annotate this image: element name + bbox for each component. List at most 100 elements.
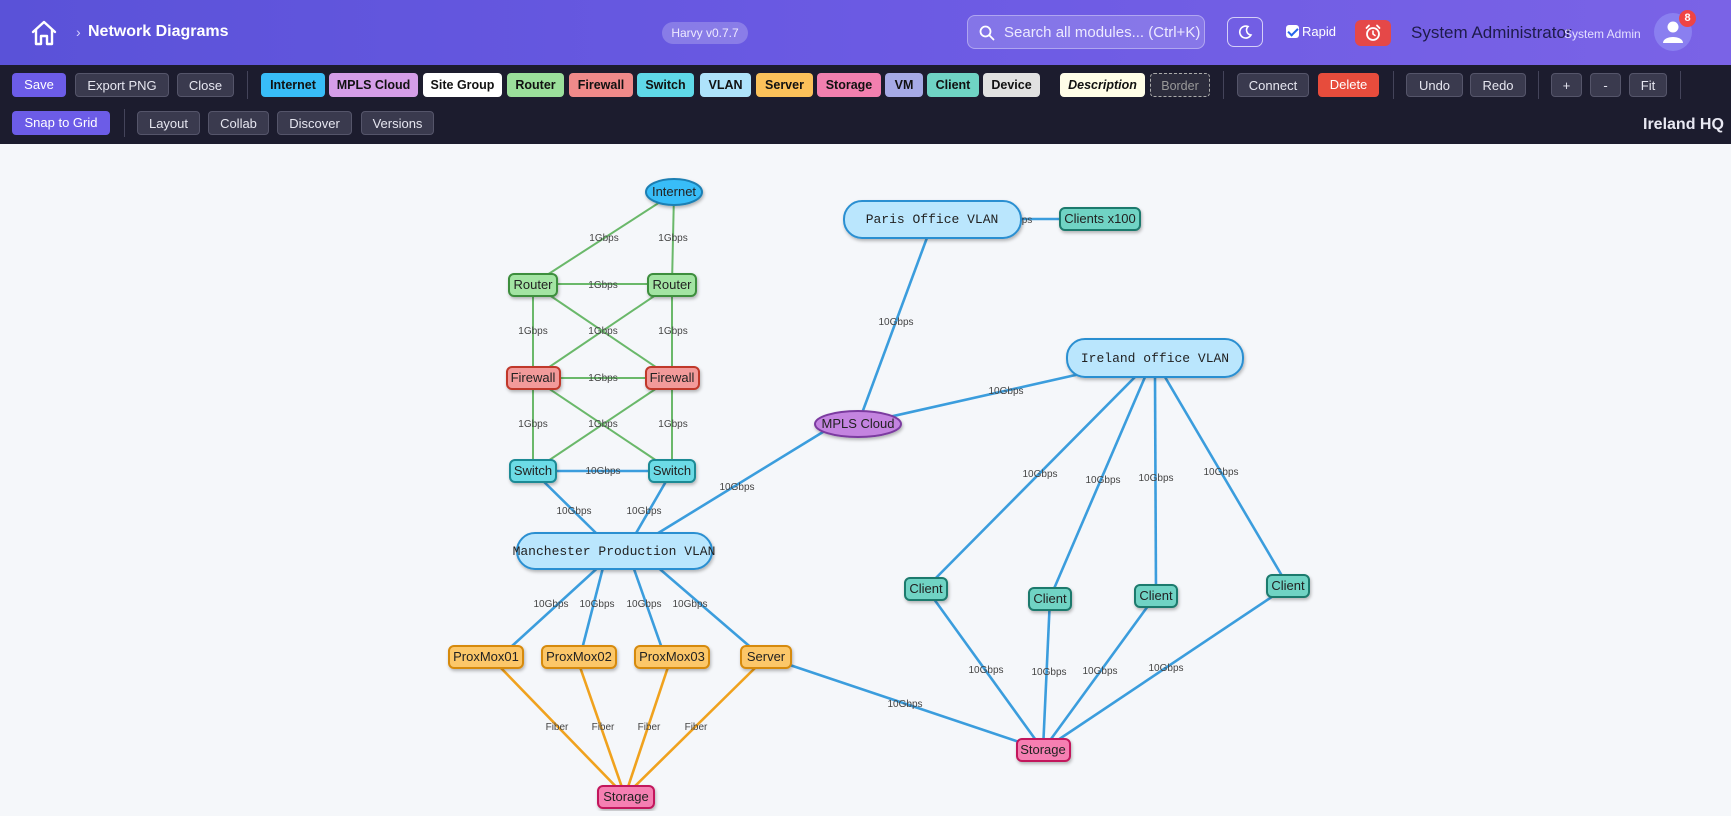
page-title[interactable]: Network Diagrams	[88, 23, 229, 40]
add-server-chip[interactable]: Server	[756, 73, 813, 97]
node-vlan-paris[interactable]: Paris Office VLAN	[843, 200, 1022, 239]
redo-button[interactable]: Redo	[1470, 73, 1526, 97]
link-label: 1Gbps	[658, 326, 687, 337]
link-label: Fiber	[592, 722, 615, 733]
layout-button[interactable]: Layout	[137, 111, 200, 135]
rapid-checkbox[interactable]	[1286, 25, 1299, 38]
search-box[interactable]	[967, 15, 1205, 49]
network-diagram[interactable]: 1Gbps 1Gbps 1Gbps 1Gbps 1Gbps 1Gbps 1Gbp…	[0, 144, 1731, 811]
add-description-chip[interactable]: Description	[1060, 73, 1145, 97]
node-label: Router	[513, 277, 553, 292]
link-label: 10Gbps	[556, 506, 591, 517]
rapid-toggle[interactable]: Rapid	[1286, 24, 1336, 39]
delete-button[interactable]: Delete	[1318, 73, 1379, 97]
node-proxmox02[interactable]: ProxMox02	[541, 645, 617, 669]
node-internet[interactable]: Internet	[645, 178, 703, 206]
link-proxmox03-storage[interactable]	[623, 666, 670, 797]
add-device-chip[interactable]: Device	[983, 73, 1040, 97]
link-ireland-client4[interactable]	[1163, 376, 1290, 587]
diagram-canvas[interactable]: 1Gbps 1Gbps 1Gbps 1Gbps 1Gbps 1Gbps 1Gbp…	[0, 144, 1731, 811]
link-router-firewall-cross[interactable]	[532, 283, 673, 379]
node-firewall[interactable]: Firewall	[506, 366, 561, 390]
link-ireland-client1[interactable]	[925, 376, 1136, 589]
node-proxmox01[interactable]: ProxMox01	[448, 645, 524, 669]
node-storage-manchester[interactable]: Storage	[597, 785, 655, 809]
node-label: Client	[1271, 578, 1305, 593]
link-server-storage[interactable]	[765, 655, 1044, 752]
link-internet-router-right[interactable]	[671, 192, 675, 285]
node-client[interactable]: Client	[1028, 587, 1072, 611]
search-input[interactable]	[1004, 16, 1200, 48]
collab-button[interactable]: Collab	[208, 111, 269, 135]
link-label: Fiber	[685, 722, 708, 733]
link-label: 10Gbps	[1138, 473, 1173, 484]
node-switch[interactable]: Switch	[509, 459, 557, 483]
zoom-in-button[interactable]: +	[1551, 73, 1582, 97]
link-proxmox01-storage[interactable]	[499, 666, 626, 797]
node-vlan-manchester[interactable]: Manchester Production VLAN	[513, 532, 716, 570]
dark-mode-toggle[interactable]	[1227, 17, 1263, 47]
link-mpls-paris[interactable]	[856, 234, 930, 425]
link-client4-storage[interactable]	[1042, 584, 1289, 752]
link-label: 10Gbps	[719, 482, 754, 493]
node-clients-x100[interactable]: Clients x100	[1059, 207, 1141, 231]
node-label: Ireland office VLAN	[1081, 351, 1229, 366]
undo-button[interactable]: Undo	[1406, 73, 1463, 97]
node-client[interactable]: Client	[1266, 574, 1310, 598]
link-label: 10Gbps	[579, 599, 614, 610]
add-border-chip[interactable]: Border	[1150, 73, 1210, 97]
toolbar-divider	[1223, 71, 1224, 99]
save-button[interactable]: Save	[12, 73, 66, 97]
add-vlan-chip[interactable]: VLAN	[700, 73, 751, 97]
node-client[interactable]: Client	[1134, 584, 1178, 608]
node-router[interactable]: Router	[647, 273, 697, 297]
alarm-button[interactable]	[1355, 20, 1391, 46]
node-switch[interactable]: Switch	[648, 459, 696, 483]
link-client1-storage[interactable]	[924, 587, 1045, 751]
add-client-chip[interactable]: Client	[927, 73, 979, 97]
notification-badge[interactable]: 8	[1679, 10, 1696, 27]
node-storage-ireland[interactable]: Storage	[1016, 738, 1071, 762]
link-client2-storage[interactable]	[1041, 597, 1052, 751]
link-vlan-mpls[interactable]	[654, 422, 837, 537]
user-role: System Admin	[1564, 27, 1641, 41]
add-site-group-chip[interactable]: Site Group	[423, 73, 502, 97]
link-client3-storage[interactable]	[1041, 594, 1158, 751]
discover-button[interactable]: Discover	[277, 111, 352, 135]
node-vlan-ireland[interactable]: Ireland office VLAN	[1066, 338, 1244, 378]
link-label: 10Gbps	[1203, 467, 1238, 478]
fiber-links	[499, 666, 757, 797]
node-server[interactable]: Server	[740, 645, 792, 669]
connect-button[interactable]: Connect	[1237, 73, 1309, 97]
node-label: MPLS Cloud	[822, 416, 895, 431]
add-internet-chip[interactable]: Internet	[261, 73, 325, 97]
link-label: 10Gbps	[968, 665, 1003, 676]
link-internet-router-left[interactable]	[532, 192, 675, 285]
export-png-button[interactable]: Export PNG	[75, 73, 169, 97]
fit-button[interactable]: Fit	[1629, 73, 1667, 97]
close-button[interactable]: Close	[177, 73, 234, 97]
node-firewall[interactable]: Firewall	[645, 366, 700, 390]
link-firewall-switch-cross[interactable]	[532, 377, 673, 472]
add-router-chip[interactable]: Router	[507, 73, 564, 97]
node-mpls-cloud[interactable]: MPLS Cloud	[814, 410, 902, 438]
link-ireland-client3[interactable]	[1153, 376, 1158, 596]
snap-to-grid-button[interactable]: Snap to Grid	[12, 111, 110, 135]
link-server-storage-fiber[interactable]	[624, 666, 757, 797]
node-client[interactable]: Client	[904, 577, 948, 601]
add-mpls-cloud-chip[interactable]: MPLS Cloud	[329, 73, 418, 97]
link-ireland-client2[interactable]	[1048, 376, 1147, 599]
node-proxmox03[interactable]: ProxMox03	[634, 645, 710, 669]
link-proxmox02-storage[interactable]	[578, 666, 627, 797]
link-mpls-ireland[interactable]	[857, 372, 1081, 426]
node-router[interactable]: Router	[508, 273, 558, 297]
add-vm-chip[interactable]: VM	[885, 73, 923, 97]
add-storage-chip[interactable]: Storage	[817, 73, 881, 97]
zoom-out-button[interactable]: -	[1590, 73, 1621, 97]
add-firewall-chip[interactable]: Firewall	[569, 73, 633, 97]
home-icon[interactable]	[30, 20, 58, 46]
link-label: 1Gbps	[589, 233, 618, 244]
versions-button[interactable]: Versions	[361, 111, 434, 135]
add-switch-chip[interactable]: Switch	[637, 73, 694, 97]
toolbar-divider	[124, 109, 125, 137]
